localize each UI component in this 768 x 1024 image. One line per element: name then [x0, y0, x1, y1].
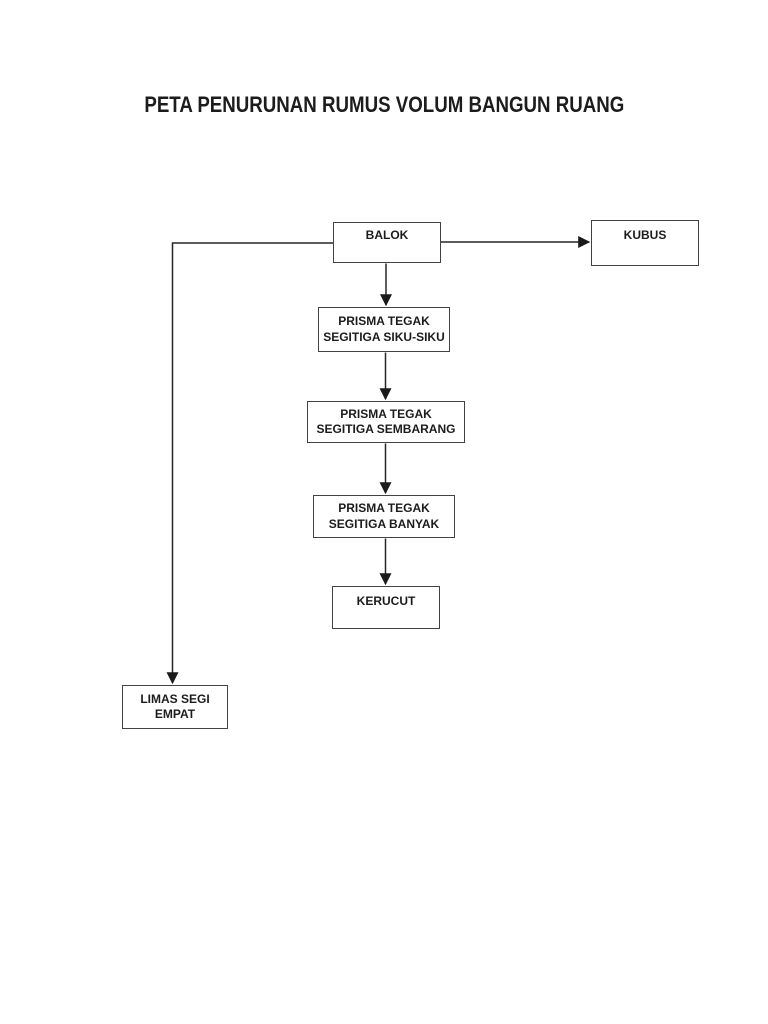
node-label-line2: SEGITIGA SEMBARANG [316, 422, 456, 436]
node-label: KUBUS [623, 228, 667, 242]
flowchart-node-prisma-tegak-segitiga-sembarang: PRISMA TEGAK SEGITIGA SEMBARANG [307, 401, 465, 443]
flowchart-node-prisma-tegak-segitiga-banyak: PRISMA TEGAK SEGITIGA BANYAK [313, 495, 455, 538]
node-label-line1: PRISMA TEGAK [340, 406, 432, 421]
node-label: KERUCUT [356, 594, 416, 608]
arrow-balok-to-limas [166, 242, 333, 685]
node-label: BALOK [365, 228, 409, 242]
node-label-line2: SEGITIGA SIKU-SIKU [323, 329, 445, 344]
flowchart-node-kerucut: KERUCUT [332, 586, 440, 629]
page-title-text: PETA PENURUNAN RUMUS VOLUM BANGUN RUANG [144, 92, 624, 117]
flowchart-node-prisma-tegak-segitiga-siku-siku: PRISMA TEGAK SEGITIGA SIKU-SIKU [318, 307, 450, 352]
flowchart-node-kubus: KUBUS [591, 220, 699, 266]
flowchart-node-balok: BALOK [333, 222, 441, 263]
node-label-line1: PRISMA TEGAK [338, 501, 430, 515]
node-label-line2: EMPAT [154, 707, 196, 721]
node-label-line2: SEGITIGA BANYAK [328, 516, 440, 531]
node-label-line1: PRISMA TEGAK [338, 314, 430, 328]
flowchart-node-limas-segi-empat: LIMAS SEGI EMPAT [122, 685, 228, 729]
node-label-line1: LIMAS SEGI [140, 691, 210, 706]
page-title: PETA PENURUNAN RUMUS VOLUM BANGUN RUANG [0, 92, 768, 118]
